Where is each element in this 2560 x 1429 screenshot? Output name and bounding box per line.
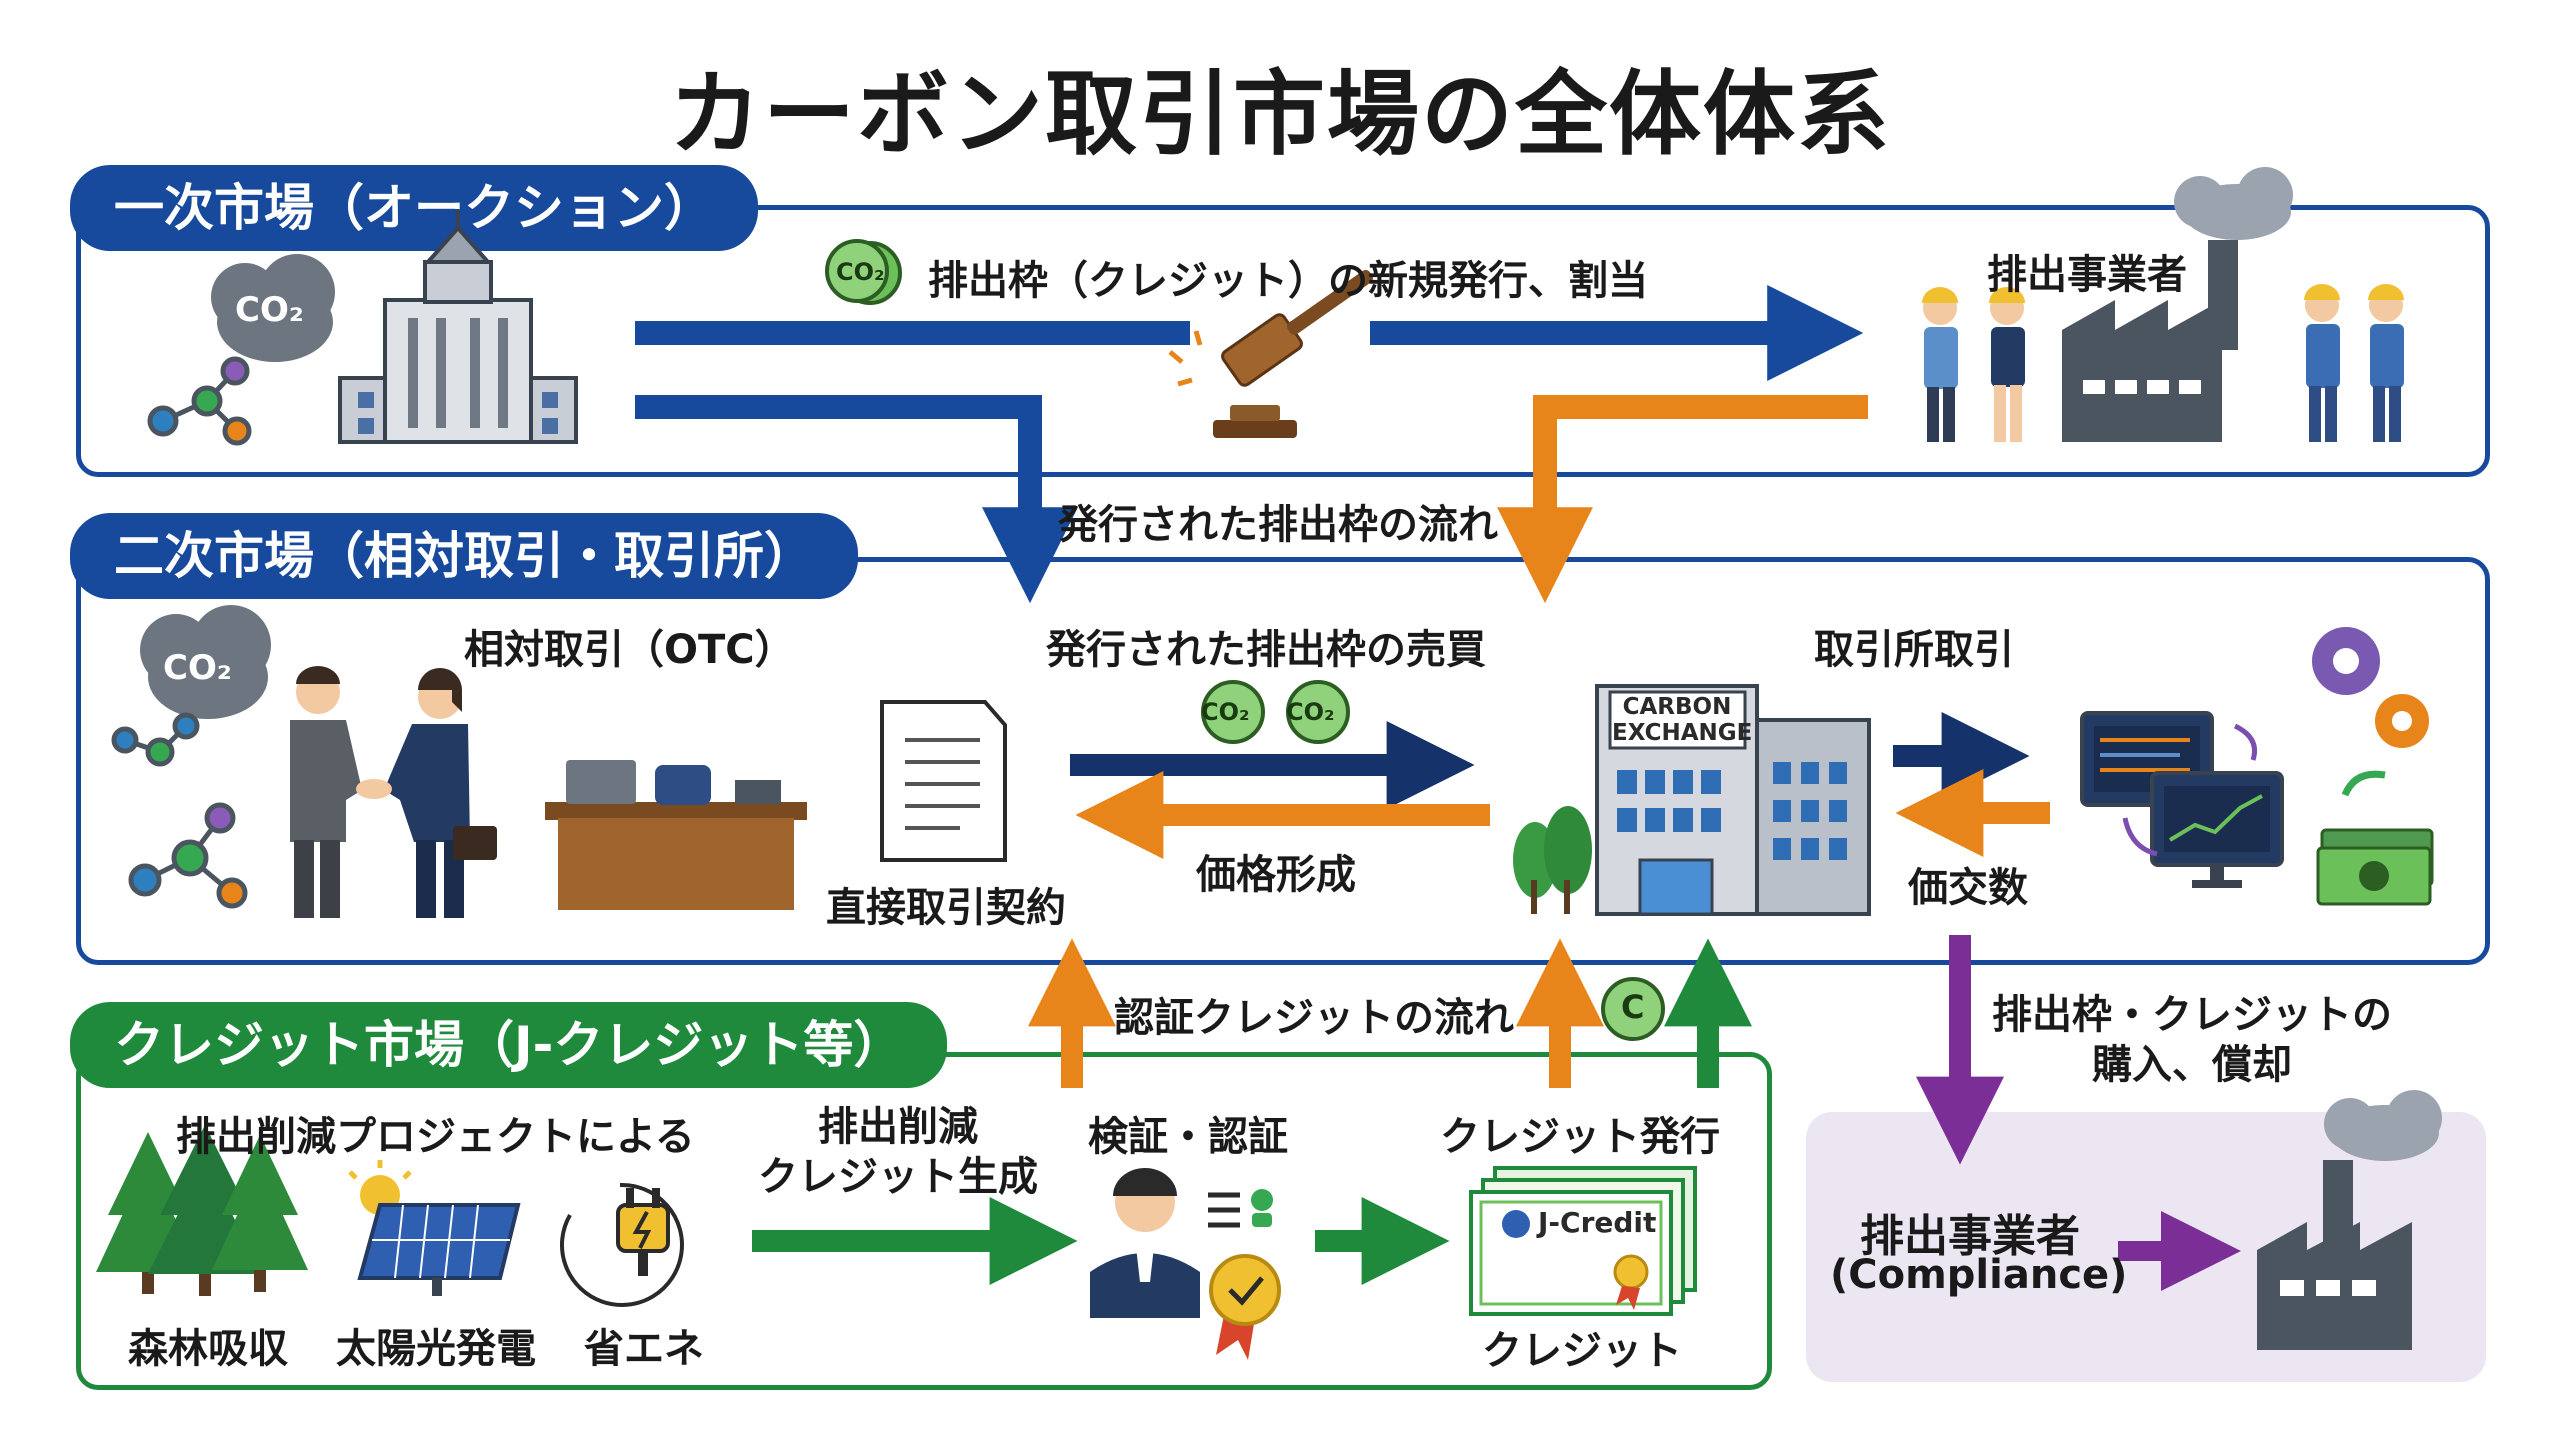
- cert-text: J-Credit: [1538, 1206, 1657, 1239]
- co2-cloud-icon-2: [140, 605, 271, 719]
- credit-coin-icon: [1601, 977, 1665, 1041]
- exchange-sign-line-1: CARBON: [1622, 694, 1732, 720]
- verify-label: 検証・認証: [1088, 1114, 1288, 1160]
- co2-coin-icon: [825, 239, 902, 305]
- secondary-market-panel: [76, 557, 2490, 965]
- workers-icon: [1922, 284, 2404, 442]
- exchange-sign-line-2: EXCHANGE: [1612, 720, 1753, 746]
- exchange-building-icon: [1513, 684, 1871, 916]
- project-solar-label: 太陽光発電: [336, 1326, 536, 1372]
- verifier-icon: [1090, 1168, 1281, 1360]
- gear-icon: [2312, 627, 2429, 797]
- contract-icon: [880, 700, 1007, 862]
- government-building-icon: [338, 210, 578, 444]
- emitter-label: 排出事業者: [1987, 252, 2187, 298]
- compliance-sub-label: (Compliance): [1830, 1252, 2128, 1298]
- co2-cloud-label: CO₂: [235, 290, 304, 330]
- credit-coin-label: C: [1621, 988, 1645, 1026]
- credit-certificate-icon: [1469, 1166, 1697, 1316]
- co2-cloud-icon: [211, 254, 335, 362]
- exchange-label: 取引所取引: [1814, 627, 2014, 673]
- project-label: 排出削減プロジェクトによる: [176, 1114, 695, 1160]
- credit-market-tab: クレジット市場（J-クレジット等）: [70, 1002, 948, 1088]
- otc-label: 相対取引（OTC）: [464, 627, 795, 673]
- gavel-icon: [1168, 269, 1373, 438]
- co2-cloud-label-2: CO₂: [163, 648, 232, 688]
- desk-icon: [545, 760, 807, 910]
- co2-coin-label-a: CO₂: [1201, 698, 1250, 726]
- factory-icon: [2062, 167, 2293, 442]
- co2-coin-label-b: CO₂: [1286, 698, 1335, 726]
- solar-panel-icon: [348, 1160, 521, 1296]
- allocation-flow-label: 排出枠（クレジット）の新規発行、割当: [928, 258, 1648, 304]
- cert-flow-label: 認証クレジットの流れ: [1114, 995, 1514, 1041]
- primary-market-tab: 一次市場（オークション）: [70, 165, 758, 251]
- trading-monitor-icon: [2080, 711, 2284, 888]
- project-energy-label: 省エネ: [584, 1326, 704, 1372]
- arrow-issued-down: [635, 395, 1078, 604]
- exchange-sign: CARBON EXCHANGE: [1612, 694, 1753, 746]
- price-volume-label: 価交数: [1908, 865, 2028, 911]
- issued-flow-label: 発行された排出枠の流れ: [1058, 502, 1498, 548]
- project-forest-label: 森林吸収: [128, 1326, 288, 1372]
- molecule-icon-2: [111, 712, 248, 909]
- compliance-emitter-label: 排出事業者: [1860, 1211, 2080, 1262]
- handshake-icon: [290, 666, 497, 918]
- issue-label: クレジット発行: [1440, 1114, 1720, 1160]
- primary-market-panel: [76, 205, 2490, 477]
- arrow-emitter-down: [1497, 395, 1868, 604]
- forest-icon: [96, 1125, 308, 1296]
- contract-label: 直接取引契約: [826, 885, 1066, 931]
- trade-label: 発行された排出枠の売買: [1046, 627, 1486, 673]
- molecule-icon: [147, 356, 252, 446]
- credit-label: クレジット: [1482, 1328, 1682, 1374]
- compliance-factory-icon: [2257, 1090, 2442, 1350]
- co2-coin-pair-icon: [1201, 680, 1350, 744]
- cash-icon: [2316, 828, 2434, 906]
- secondary-market-tab: 二次市場（相対取引・取引所）: [70, 513, 858, 599]
- energy-saving-icon: [559, 1182, 684, 1307]
- generate-label: 排出削減 クレジット生成: [758, 1104, 1038, 1200]
- page-title: カーボン取引市場の全体体系: [668, 61, 1891, 168]
- purchase-label: 排出枠・クレジットの 購入、償却: [1992, 992, 2392, 1088]
- price-formation-label: 価格形成: [1196, 852, 1356, 898]
- co2-coin-label: CO₂: [836, 258, 885, 286]
